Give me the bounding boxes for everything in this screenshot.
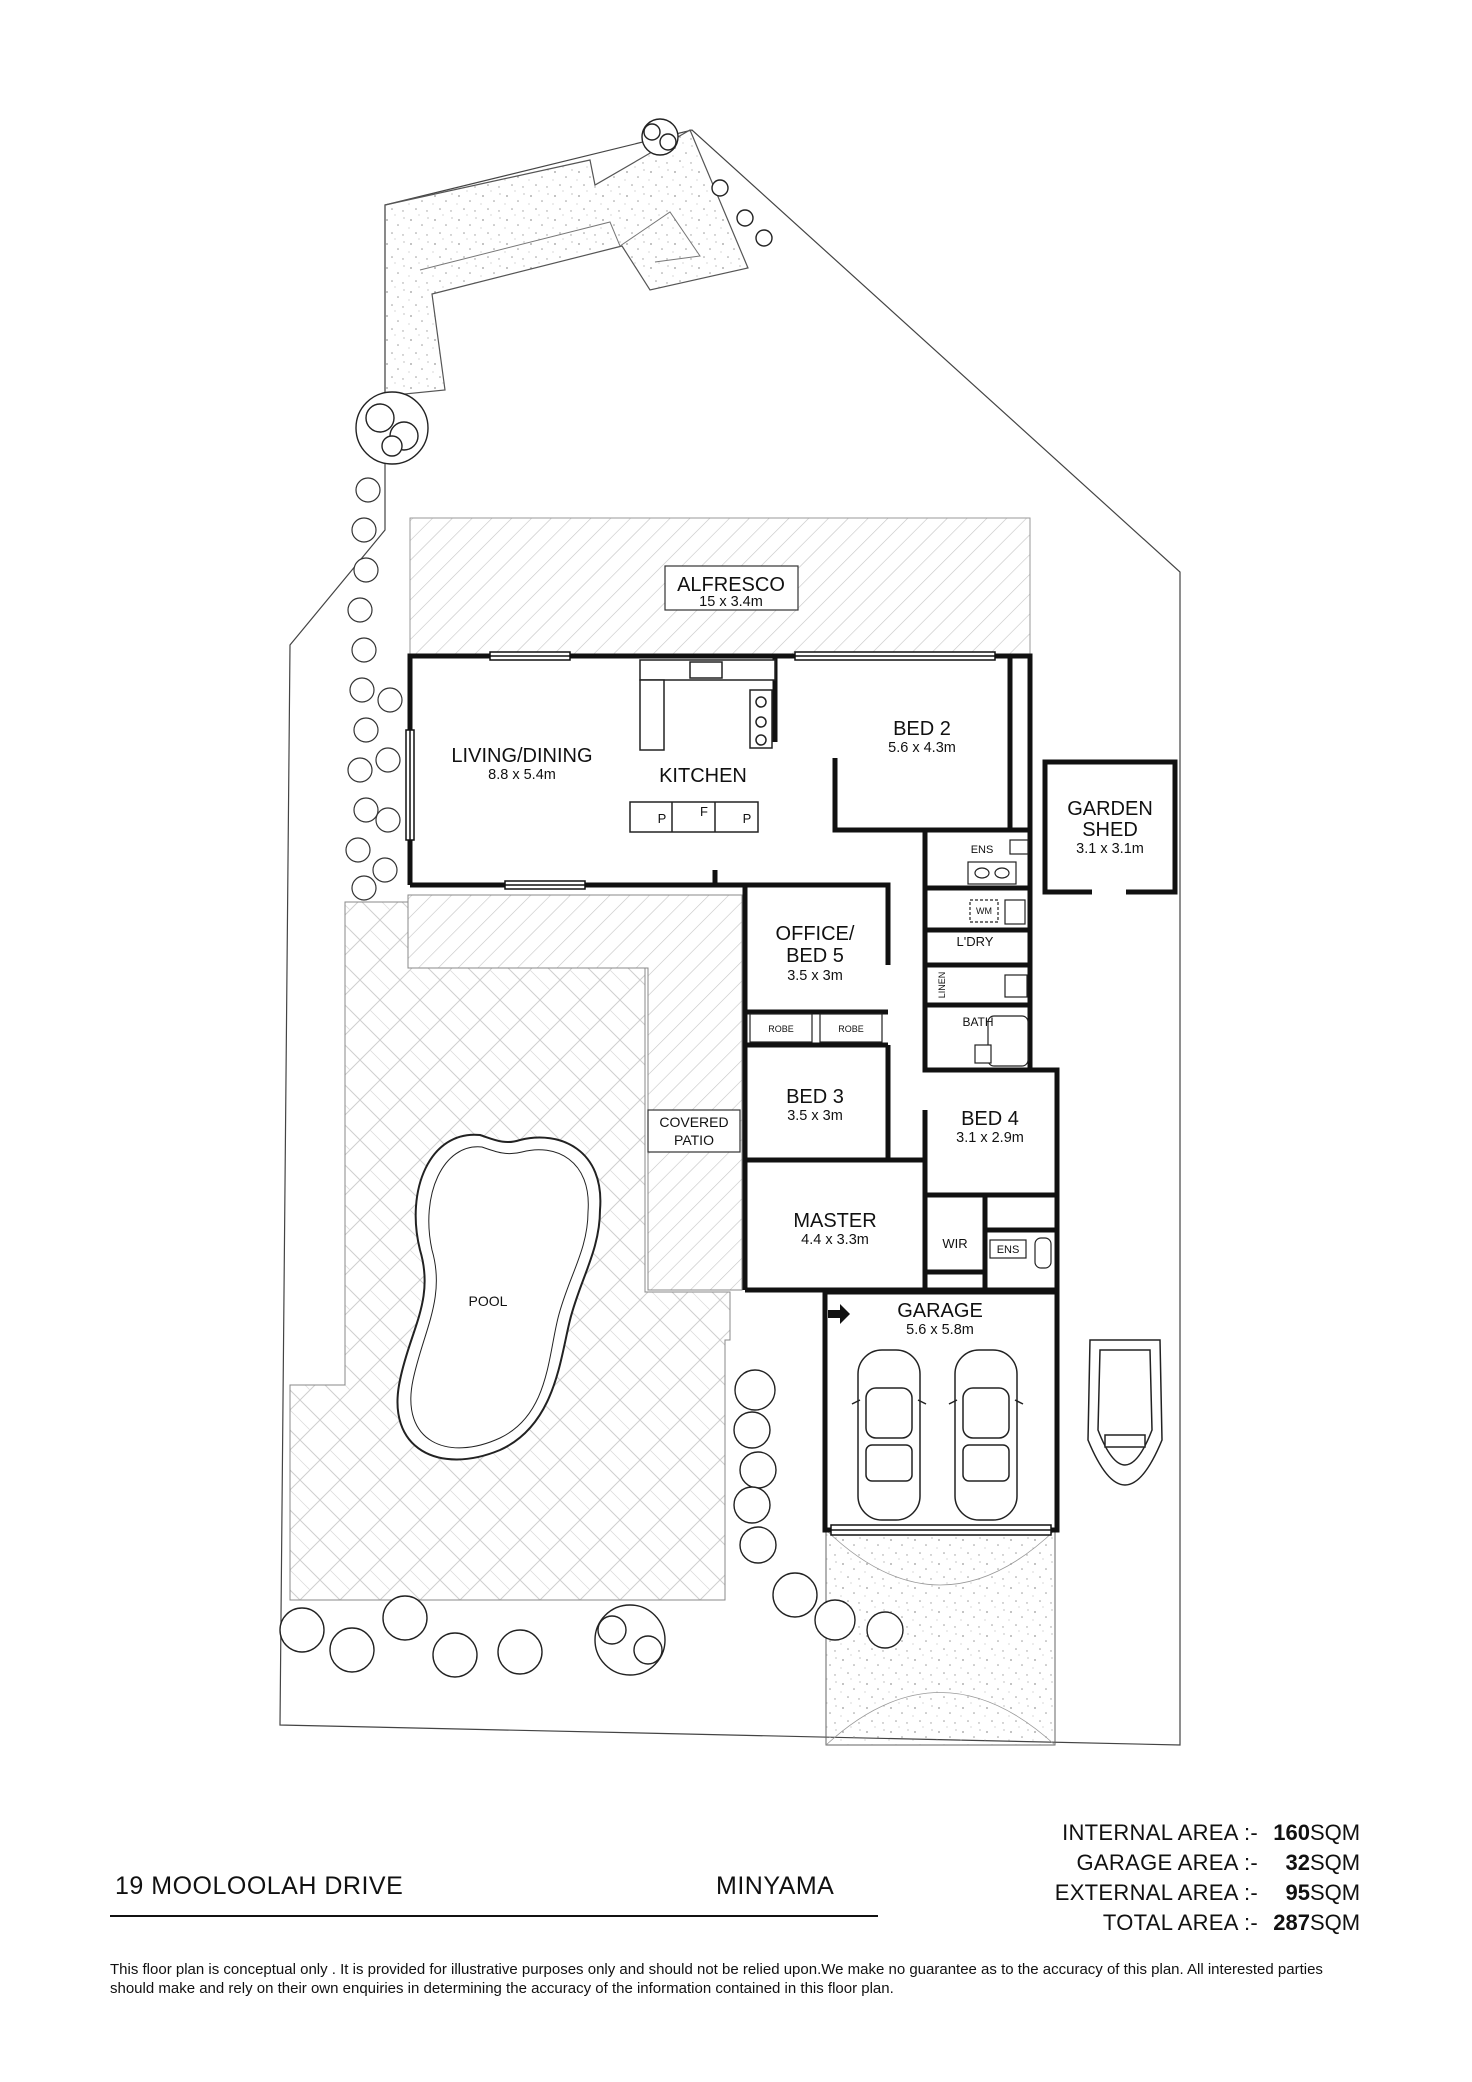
- covered-patio-label-1: COVERED: [659, 1114, 728, 1130]
- fridge-label: F: [700, 804, 708, 819]
- alfresco-dims: 15 x 3.4m: [699, 594, 763, 610]
- office-label-2: BED 5: [786, 945, 844, 967]
- linen-label: LINEN: [937, 972, 947, 999]
- garage-dims: 5.6 x 5.8m: [906, 1322, 974, 1338]
- footer-divider: [110, 1915, 878, 1917]
- master-dims: 4.4 x 3.3m: [801, 1232, 869, 1248]
- living-label: LIVING/DINING: [451, 745, 592, 767]
- property-boundary: [279, 129, 1181, 1746]
- garden-shed-label-1: GARDEN: [1067, 798, 1153, 820]
- wm-label: WM: [976, 906, 992, 916]
- boat-icon: [1087, 1339, 1163, 1486]
- laundry-label: L'DRY: [957, 934, 994, 949]
- bed3-label: BED 3: [786, 1086, 844, 1108]
- alfresco-label: ALFRESCO: [677, 574, 785, 596]
- covered-patio-area: [407, 894, 743, 1291]
- wir-label: WIR: [942, 1236, 967, 1251]
- bed2-dims: 5.6 x 4.3m: [888, 740, 956, 756]
- office-label-1: OFFICE/: [776, 923, 855, 945]
- robe-label-2: ROBE: [838, 1024, 864, 1034]
- pantry-label-1: P: [658, 811, 667, 826]
- pantry-label-2: P: [743, 811, 752, 826]
- hedge: [345, 477, 403, 901]
- living-dims: 8.8 x 5.4m: [488, 767, 556, 783]
- area-row-internal: INTERNAL AREA :- 160 SQM: [1062, 1820, 1361, 1845]
- kitchen-fixtures: [629, 659, 776, 833]
- area-row-total: TOTAL AREA :- 287 SQM: [1102, 1910, 1361, 1935]
- house-walls: [407, 653, 1060, 1533]
- ens-label-1: ENS: [971, 844, 994, 856]
- garden-strip: [384, 129, 749, 397]
- garden-shed-dims: 3.1 x 3.1m: [1076, 841, 1144, 857]
- floor-plan: ALFRESCO 15 x 3.4m POOL COVERED PATIO: [279, 118, 1181, 1746]
- wet-area-fixtures: [967, 839, 1029, 1067]
- bed4-dims: 3.1 x 2.9m: [956, 1130, 1024, 1146]
- garden-path-line: [419, 211, 701, 271]
- covered-patio-label-2: PATIO: [674, 1132, 714, 1148]
- windows: [405, 651, 1052, 1536]
- bed4-label: BED 4: [961, 1108, 1019, 1130]
- master-label: MASTER: [793, 1210, 876, 1232]
- garage-label: GARAGE: [897, 1300, 983, 1322]
- disclaimer: This floor plan is conceptual only . It …: [110, 1961, 1323, 1997]
- area-summary: INTERNAL AREA :- 160 SQM GARAGE AREA :- …: [990, 1818, 1360, 1938]
- car-icon: [851, 1349, 1024, 1521]
- property-address: 19 MOOLOOLAH DRIVE: [115, 1872, 404, 1900]
- kitchen-label: KITCHEN: [659, 765, 747, 787]
- robe-label-1: ROBE: [768, 1024, 794, 1034]
- entry-arrow-icon: [828, 1304, 850, 1324]
- bath-label: BATH: [962, 1015, 993, 1029]
- driveway: [825, 1529, 1056, 1746]
- ens-label-2: ENS: [997, 1244, 1020, 1256]
- tree-icon: [279, 118, 904, 1678]
- office-dims: 3.5 x 3m: [787, 968, 843, 984]
- pool: [396, 1133, 602, 1461]
- garden-shed-label-2: SHED: [1082, 819, 1138, 841]
- property-suburb: MINYAMA: [716, 1872, 835, 1900]
- pool-label: POOL: [469, 1293, 508, 1309]
- area-row-garage: GARAGE AREA :- 32 SQM: [1076, 1850, 1361, 1875]
- bed2-label: BED 2: [893, 718, 951, 740]
- bed3-dims: 3.5 x 3m: [787, 1108, 843, 1124]
- area-row-external: EXTERNAL AREA :- 95 SQM: [1054, 1880, 1361, 1905]
